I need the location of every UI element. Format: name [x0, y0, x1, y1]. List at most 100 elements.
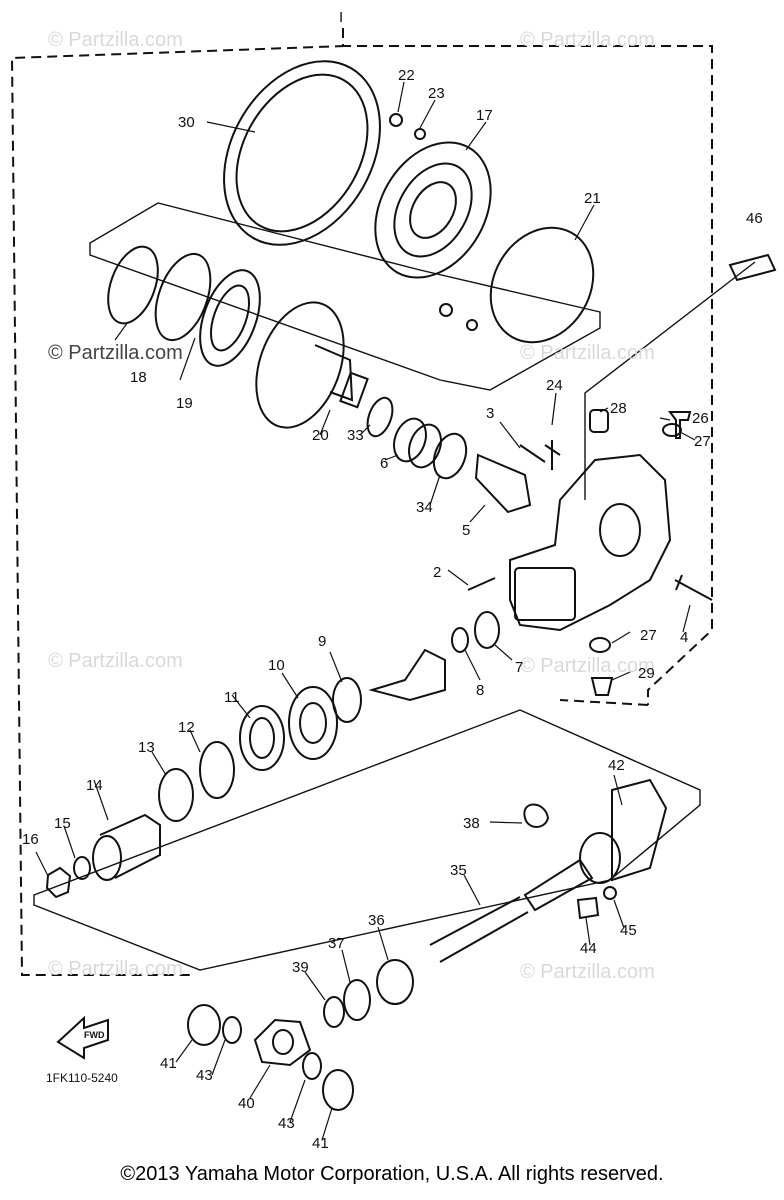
callout-3: 3: [486, 405, 494, 422]
part-36-bearing: [376, 959, 414, 1005]
callout-33: 33: [347, 427, 364, 444]
callout-10: 10: [268, 657, 285, 674]
part-43-clip-right: [302, 1052, 322, 1080]
leader-46: [584, 261, 756, 500]
part-41-cap-left: [187, 1004, 221, 1046]
part-16-nut: [45, 866, 72, 899]
callout-4: 4: [680, 629, 688, 646]
part-33-shim: [366, 396, 394, 438]
part-11-bearing-housing: [239, 705, 285, 771]
part-45-washer: [603, 886, 617, 900]
part-23-washer: [414, 128, 426, 140]
callout-27: 27: [640, 627, 657, 644]
fwd-label: FWD: [84, 1030, 105, 1040]
svg-text:© Partzilla.com: © Partzilla.com: [520, 342, 655, 364]
part-37-washer: [343, 979, 371, 1021]
svg-text:© Partzilla.com: © Partzilla.com: [48, 958, 183, 980]
part-12-o-ring: [199, 741, 235, 799]
svg-text:© Partzilla.com: © Partzilla.com: [520, 961, 655, 983]
part-41-cap-right: [322, 1069, 354, 1111]
part-ring-gear: [255, 301, 369, 429]
callout-30: 30: [178, 114, 195, 131]
part-38-circlip: [523, 803, 550, 828]
part-31-nut: [439, 303, 453, 317]
svg-text:© Partzilla.com: © Partzilla.com: [520, 655, 655, 677]
part-5-sleeve: [474, 453, 532, 514]
part-7-bearing: [474, 611, 500, 649]
callout-18: 18: [130, 369, 147, 386]
callout-44: 44: [580, 940, 597, 957]
callout-16: 16: [22, 831, 39, 848]
callout-23: 23: [428, 85, 445, 102]
callout-12: 12: [178, 719, 195, 736]
callout-6: 6: [380, 455, 388, 472]
callout-43-left: 43: [196, 1067, 213, 1084]
part-40-yoke: [253, 1018, 312, 1067]
part-32-bolt: [466, 319, 478, 331]
callout-38: 38: [463, 815, 480, 832]
diagram-part-code: 1FK110-5240: [46, 1071, 118, 1085]
part-24-bolt: [544, 440, 561, 470]
part-4-stud: [674, 574, 713, 601]
part-13-ring: [158, 768, 194, 822]
callout-28: 28: [610, 400, 627, 417]
callout-7: 7: [515, 659, 523, 676]
svg-text:© Partzilla.com: © Partzilla.com: [48, 29, 183, 51]
fwd-arrow-icon: FWD: [56, 1015, 109, 1060]
callout-17: 17: [476, 107, 493, 124]
callout-24: 24: [546, 377, 563, 394]
part-8-washer: [451, 627, 469, 653]
callout-35: 35: [450, 862, 467, 879]
part-10-bearing: [288, 686, 338, 760]
part-2-stud: [467, 577, 496, 591]
assembly-frame: [10, 28, 713, 976]
callout-41-left: 41: [160, 1055, 177, 1072]
callout-43-right: 43: [278, 1115, 295, 1132]
part-14-coupling: [92, 813, 161, 881]
part-39-washer: [323, 996, 345, 1028]
callout-36: 36: [368, 912, 385, 929]
callout-9: 9: [318, 633, 326, 650]
part-27-washer-bottom: [589, 637, 611, 653]
callout-11: 11: [224, 689, 240, 706]
part-3-pin: [519, 444, 546, 463]
svg-text:© Partzilla.com: © Partzilla.com: [48, 650, 183, 672]
copyright-notice: ©2013 Yamaha Motor Corporation, U.S.A. A…: [120, 1163, 664, 1185]
part-19-bearing: [199, 269, 261, 367]
callout-22: 22: [398, 67, 415, 84]
part-42-spring-flange: [579, 778, 668, 884]
callout-15: 15: [54, 815, 71, 832]
leader-lines: [35, 81, 696, 1141]
part-9-shim: [332, 677, 362, 723]
part-6-spacer: [393, 417, 442, 469]
top-ref-mark: I: [339, 9, 343, 26]
part-29-plug: [590, 677, 614, 696]
callout-29: 29: [638, 665, 655, 682]
callout-40: 40: [238, 1095, 255, 1112]
callout-2: 2: [433, 564, 441, 581]
part-18-seal: [107, 245, 159, 325]
callout-21: 21: [584, 190, 601, 207]
callout-8: 8: [476, 682, 484, 699]
callout-26: 26: [692, 410, 709, 427]
callout-14: 14: [86, 777, 103, 794]
callout-45: 45: [620, 922, 637, 939]
part-22-nut: [389, 113, 403, 127]
callout-27: 27: [694, 433, 711, 450]
part-43-clip-left: [222, 1016, 242, 1044]
callout-20: 20: [312, 427, 329, 444]
callout-39: 39: [292, 959, 309, 976]
gear-subgroup-outline: [89, 202, 601, 391]
callout-13: 13: [138, 739, 155, 756]
callout-labels: 30 22 23 17 21 46 18 19 20 33 6 34 5 3 2…: [22, 67, 763, 1152]
part-46-plate: [728, 253, 777, 282]
svg-text:© Partzilla.com: © Partzilla.com: [520, 29, 655, 51]
part-15-washer: [73, 856, 91, 880]
part-30-seal: [223, 60, 381, 246]
callout-19: 19: [176, 395, 193, 412]
callout-5: 5: [462, 522, 470, 539]
part-gear-case: [509, 453, 672, 632]
part-28-cap: [589, 409, 609, 433]
callout-42: 42: [608, 757, 625, 774]
